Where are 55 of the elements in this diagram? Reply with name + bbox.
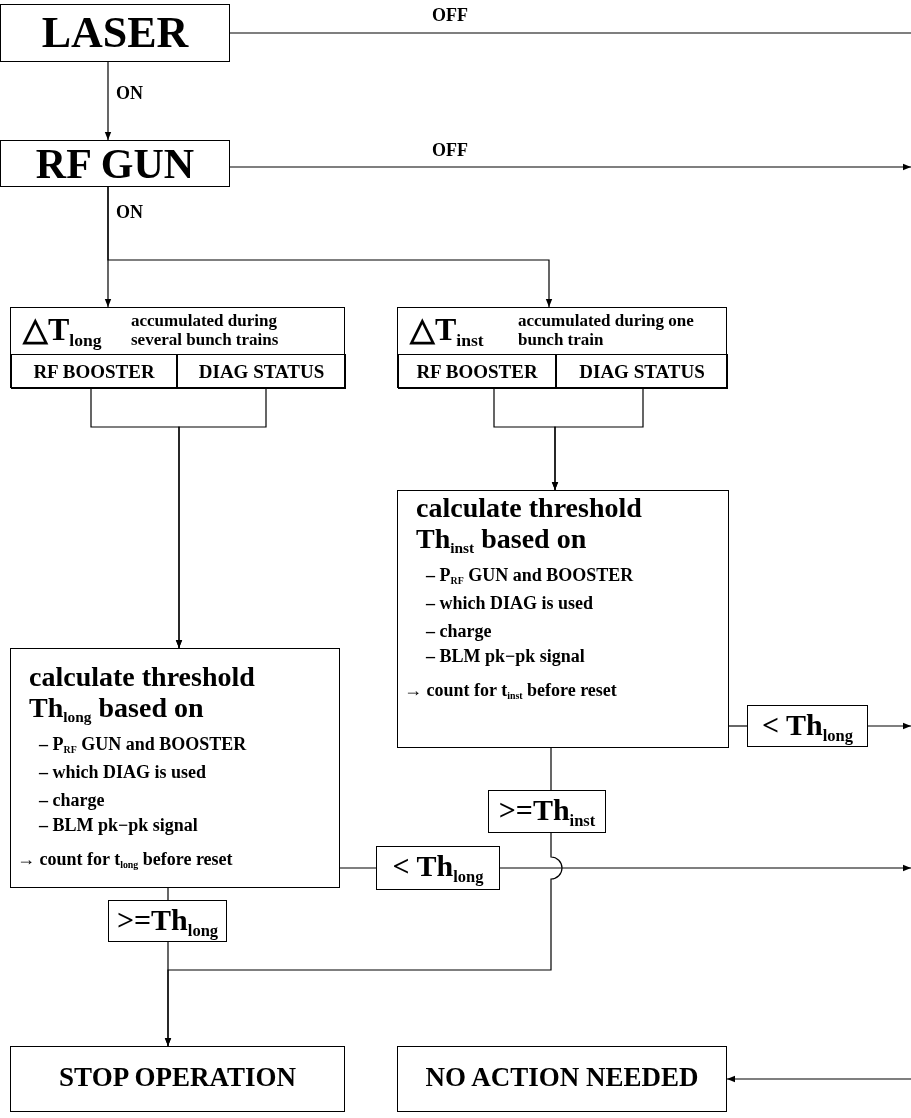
connector-line [550,747,552,791]
box-text: – BLM pk−pk signal [426,647,585,667]
arrow [551,387,644,491]
box-text: – P$_{RF}$ GUN and BOOSTER [426,566,634,586]
box-label: >=Th$_{inst}$ [497,793,597,826]
connector-line [229,32,911,34]
condition-box [376,846,500,890]
box-label: LASER [40,9,190,58]
arrow [107,186,553,308]
box-text: accumulated during several bunch trains [131,312,280,350]
box-label: DIAG STATUS [197,362,326,383]
accumulation-box [397,307,727,388]
box-text: – P$_{RF}$ GUN and BOOSTER [39,735,247,755]
arrow [726,1075,911,1083]
box-label: DIAG STATUS [578,362,706,383]
box-label: NO ACTION NEEDED [424,1063,700,1093]
box-label: STOP OPERATION [58,1063,297,1093]
threshold-box [397,490,729,748]
box-label: RF GUN [34,141,196,188]
arrow [229,163,911,171]
status-cell [398,354,556,389]
arrow [867,722,911,730]
box-text: – which DIAG is used [426,594,594,614]
connector-line [167,887,169,901]
box-text: – charge [39,791,105,811]
action-box [10,1046,345,1112]
box-label: △T$_{long}$ [23,312,102,348]
status-cell [556,354,728,389]
condition-box [108,900,227,942]
status-cell [177,354,346,389]
condition-box [488,790,606,833]
condition-box [747,705,868,747]
process-box [0,140,230,187]
box-text: – BLM pk−pk signal [39,816,198,836]
box-label: calculate threshold Th$_{long}$ based on [29,662,256,724]
arrow [499,864,911,872]
box-label: RF BOOSTER [415,362,539,383]
connector-line [339,867,377,869]
process-box [0,4,230,62]
threshold-box [10,648,340,888]
status-cell [11,354,177,389]
box-text: – which DIAG is used [39,763,207,783]
box-text: → count for t$_{long}$ before reset [17,850,233,870]
accumulation-box [10,307,345,388]
arrow [164,941,172,1047]
box-text: accumulated during one bunch train [518,312,695,350]
box-label: RF BOOSTER [32,362,156,383]
box-text: → count for t$_{inst}$ before reset [404,681,617,701]
box-text: – charge [426,622,492,642]
arrow [104,61,112,141]
arrow [175,387,267,649]
box-label: △T$_{inst}$ [410,312,484,348]
action-box [397,1046,727,1112]
box-label: calculate threshold Th$_{inst}$ based on [416,493,643,555]
connector-line [728,725,748,727]
